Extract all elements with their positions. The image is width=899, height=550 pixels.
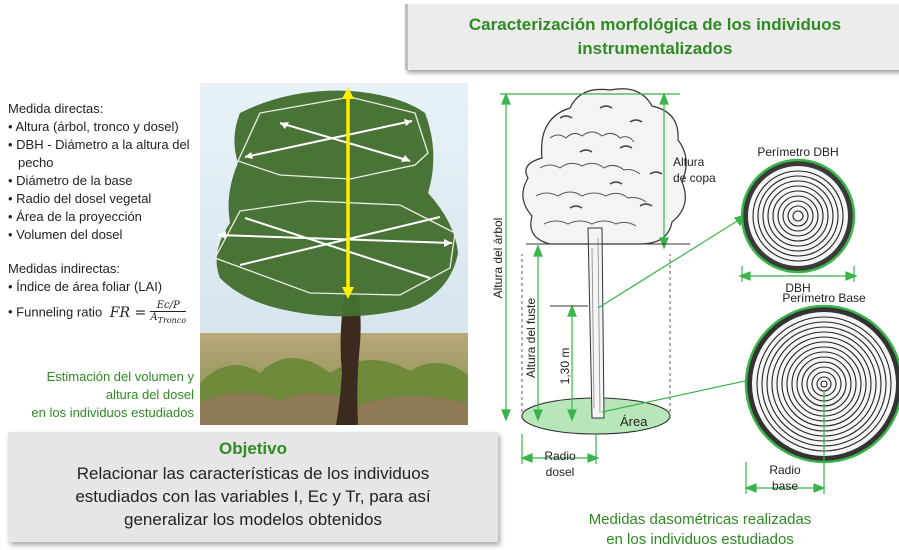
dasometric-line1: Medidas dasométricas realizadas (588, 511, 812, 528)
formula-denom-sub: Tronco (157, 316, 187, 325)
list-item: Radio del dosel vegetal (8, 190, 213, 208)
label-altura-copa-2: de copa (673, 171, 716, 185)
indirect-measures-heading: Medidas indirectas: (8, 261, 120, 276)
label-area: Área (620, 414, 648, 429)
list-item: Altura (árbol, tronco y dosel) (8, 118, 213, 136)
list-item: Diámetro de la base (8, 172, 213, 190)
label-perimetro-dbh: Perímetro DBH (757, 145, 838, 159)
formula-lhs: FR = (109, 305, 147, 321)
formula-num: Ec (156, 300, 170, 311)
dasometric-line2: en los individuos estudiados (606, 531, 794, 548)
formula-fraction: Ec/P ATronco (150, 300, 187, 325)
list-item-funneling: Funneling ratio FR = Ec/P ATronco (8, 300, 213, 326)
list-item: Volumen del dosel (8, 226, 213, 244)
dasometric-diagram: Altura del árbol Altura del fuste 1,30 m… (491, 88, 899, 494)
objective-heading: Objetivo (218, 439, 287, 458)
objective-body: Relacionar las características de los in… (18, 462, 488, 531)
label-130m: 1,30 m (558, 348, 572, 385)
label-radio-base-2: base (772, 479, 798, 493)
label-altura-copa-1: Altura (673, 155, 705, 169)
estimation-line3: en los individuos estudiados (31, 405, 194, 420)
tree-crown-drawing (522, 88, 687, 245)
label-radio-base-1: Radio (769, 463, 801, 477)
formula-denom: A (150, 312, 158, 323)
estimation-note: Estimación del volumen y altura del dose… (8, 368, 194, 422)
base-cross-section (744, 304, 899, 464)
funneling-formula: FR = Ec/P ATronco (109, 300, 187, 326)
objective-box: Objetivo Relacionar las características … (8, 432, 498, 542)
objective-line1: Relacionar las características de los in… (76, 464, 430, 483)
list-item: Área de la proyección (8, 208, 213, 226)
formula-den: P (172, 300, 180, 311)
estimation-line1: Estimación del volumen y (46, 369, 194, 384)
direct-measures-list: Altura (árbol, tronco y dosel) DBH - Diá… (8, 118, 213, 244)
list-item: DBH - Diámetro a la altura del pecho (8, 136, 213, 172)
measures-panel: Medida directas: Altura (árbol, tronco y… (8, 100, 213, 326)
dbh-cross-section (740, 158, 856, 274)
objective-line3: generalizar los modelos obtenidos (124, 510, 382, 529)
label-radio-dosel-1: Radio (544, 449, 576, 463)
tree-photo (200, 83, 468, 425)
label-altura-arbol: Altura del árbol (491, 218, 505, 299)
funneling-label: Funneling ratio (16, 304, 103, 320)
label-radio-dosel-2: dosel (546, 465, 575, 479)
label-altura-fuste: Altura del fuste (524, 298, 538, 378)
page-title-line1: Caracterización morfológica de los indiv… (468, 15, 842, 34)
label-dbh: DBH (785, 281, 810, 295)
dasometric-caption: Medidas dasométricas realizadas en los i… (540, 510, 860, 550)
page-title-line2: instrumentalizados (577, 39, 733, 58)
list-item: Índice de área foliar (LAI) (8, 278, 213, 296)
label-perimetro-base: Perímetro Base (782, 291, 866, 305)
estimation-line2: altura del dosel (105, 387, 194, 402)
indirect-measures-list: Índice de área foliar (LAI) Funneling ra… (8, 278, 213, 326)
title-banner: Caracterización morfológica de los indiv… (405, 4, 899, 70)
direct-measures-heading: Medida directas: (8, 101, 104, 116)
objective-line2: estudiados con las variables I, Ec y Tr,… (75, 487, 431, 506)
